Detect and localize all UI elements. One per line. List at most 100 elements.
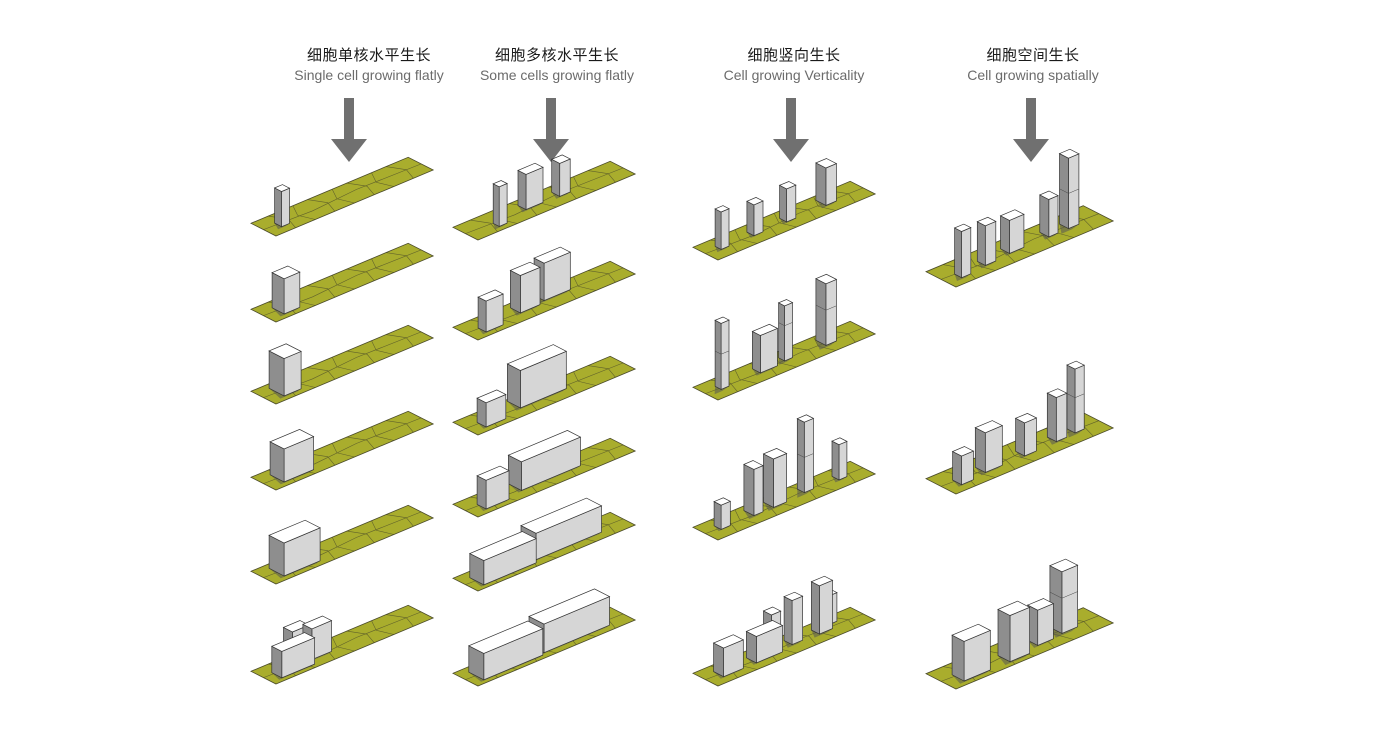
cast-shadow	[952, 670, 991, 684]
heading-en: Cell growing spatially	[967, 67, 1099, 83]
cast-shadow	[784, 640, 803, 648]
building-roof	[762, 606, 782, 616]
building-face	[713, 501, 722, 530]
building-face	[714, 208, 722, 250]
building-roof	[712, 634, 745, 649]
building-face	[831, 440, 840, 481]
building-face	[997, 608, 1011, 663]
cast-shadow	[815, 200, 837, 209]
building-face	[720, 319, 730, 390]
stage-col3-3	[692, 414, 877, 541]
floor-line	[1066, 393, 1085, 398]
building-face	[825, 278, 837, 346]
building-roof	[815, 158, 838, 169]
column-heading-2: 细胞多核水平生长 Some cells growing flatly	[447, 45, 667, 85]
floor-line	[797, 453, 814, 458]
building-face	[791, 595, 803, 646]
building-face	[783, 596, 793, 646]
building-roof	[1026, 598, 1055, 611]
stage-col4-2	[925, 360, 1115, 495]
cast-shadow	[746, 231, 763, 238]
building-roof	[467, 620, 544, 654]
building-face	[283, 350, 302, 397]
building-roof	[746, 197, 764, 206]
building-face	[1066, 364, 1076, 434]
building-roof	[302, 615, 333, 630]
building-roof	[517, 162, 544, 175]
cast-shadow	[977, 261, 996, 269]
cast-shadow	[1039, 232, 1058, 240]
building-face	[976, 221, 986, 266]
building-face	[952, 450, 962, 486]
building-face	[984, 220, 997, 266]
building-roof	[269, 429, 315, 450]
building-face	[786, 184, 797, 223]
building-face	[1048, 195, 1059, 238]
building-roof	[1014, 413, 1038, 424]
building-face	[951, 634, 965, 682]
building-roof	[1049, 558, 1079, 573]
cast-shadow	[508, 465, 581, 493]
building-face	[1015, 417, 1025, 457]
building-roof	[492, 180, 508, 188]
building-roof	[831, 437, 848, 446]
building-roof	[951, 623, 992, 642]
building-face	[773, 452, 787, 508]
building-face	[961, 450, 974, 486]
cast-shadow	[510, 304, 540, 316]
building-roof	[477, 289, 504, 302]
building-roof	[997, 600, 1031, 616]
building-face	[1055, 392, 1068, 443]
cast-shadow	[815, 340, 837, 350]
building-face	[811, 581, 820, 635]
building-roof	[778, 181, 797, 190]
building-face	[1074, 364, 1085, 434]
building-face	[281, 187, 290, 228]
building-face	[559, 158, 571, 197]
building-roof	[1066, 360, 1086, 370]
building-roof	[468, 531, 538, 561]
down-arrow-icon	[773, 98, 809, 162]
stage-col2-6	[452, 588, 637, 687]
building-face	[753, 200, 764, 237]
building-roof	[520, 497, 603, 534]
building-face	[743, 463, 755, 517]
cast-shadow	[1049, 626, 1078, 638]
floor-line	[1059, 188, 1079, 194]
cast-shadow	[478, 324, 504, 335]
building-face	[984, 425, 1003, 473]
building-roof	[533, 246, 572, 264]
building-roof	[550, 154, 572, 164]
cast-shadow	[714, 525, 731, 532]
building-roof	[762, 448, 788, 460]
building-face	[838, 440, 848, 481]
building-face	[477, 296, 487, 333]
heading-zh: 细胞竖向生长	[747, 46, 841, 64]
building-roof	[953, 223, 972, 232]
column-heading-4: 细胞空间生长 Cell growing spatially	[923, 45, 1143, 85]
cast-shadow	[763, 501, 787, 511]
stage-col4-1	[925, 148, 1115, 288]
building-face	[961, 227, 972, 279]
stage-col3-4	[692, 575, 877, 687]
building-face	[510, 269, 521, 314]
building-face	[492, 183, 500, 227]
down-arrow-icon	[1013, 98, 1049, 162]
building-roof	[743, 460, 764, 470]
building-face	[1039, 194, 1050, 238]
cast-shadow	[743, 510, 763, 519]
floor-line	[815, 304, 837, 311]
building-face	[954, 227, 962, 279]
stage-col3-2	[692, 273, 877, 401]
building-roof	[815, 273, 838, 285]
building-face	[1000, 215, 1010, 254]
building-face	[819, 579, 833, 635]
building-face	[825, 163, 837, 206]
floor-line	[1049, 591, 1078, 599]
building-roof	[476, 389, 507, 404]
building-face	[1046, 392, 1057, 443]
stage-col1-4	[250, 410, 435, 491]
column-heading-3: 细胞竖向生长 Cell growing Verticality	[684, 45, 904, 85]
cast-shadow	[269, 388, 302, 399]
building-roof	[810, 575, 834, 587]
